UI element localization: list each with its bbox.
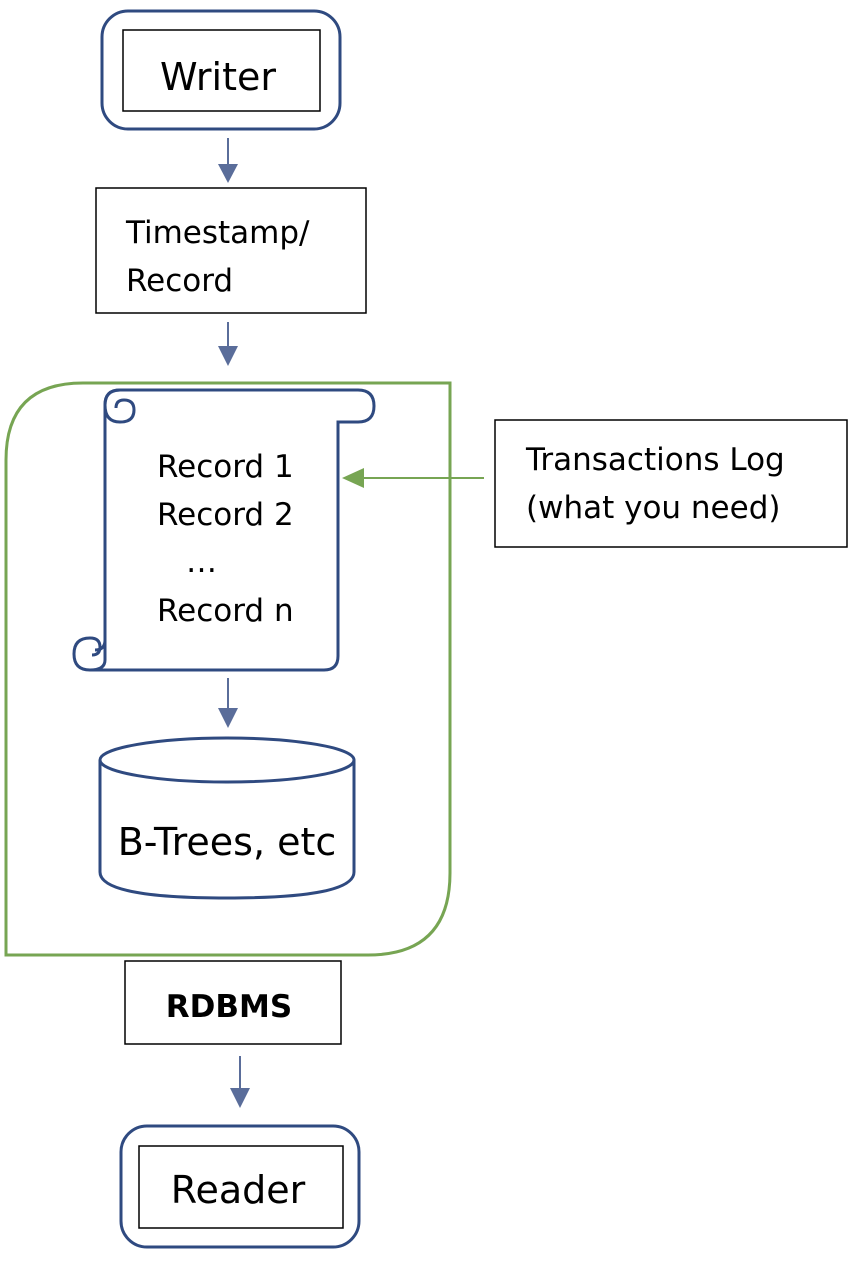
- callout-arrow: [342, 468, 484, 488]
- callout-title: Transactions Log: [525, 442, 785, 478]
- transaction-log-scroll: Record 1 Record 2 … Record n: [72, 388, 376, 672]
- arrow-rdbms-to-reader: [230, 1056, 250, 1108]
- log-record-n: Record n: [157, 593, 294, 629]
- arrow-log-to-storage: [218, 678, 238, 728]
- arrow-writer-to-timestamp: [218, 138, 238, 183]
- rdbms-box: RDBMS: [124, 960, 342, 1045]
- reader-label: Reader: [171, 1168, 306, 1212]
- storage-label: B-Trees, etc: [118, 820, 337, 864]
- writer-node: Writer: [100, 9, 342, 131]
- arrow-timestamp-to-log: [218, 322, 238, 366]
- callout-subtitle: (what you need): [526, 490, 780, 526]
- rdbms-label: RDBMS: [166, 989, 292, 1025]
- log-record-ellipsis: …: [186, 544, 217, 580]
- timestamp-record-box: Timestamp/ Record: [95, 187, 367, 314]
- log-record-2: Record 2: [157, 497, 294, 533]
- timestamp-label: Timestamp/: [125, 215, 310, 251]
- storage-cylinder: B-Trees, etc: [98, 736, 356, 900]
- transactions-log-callout: Transactions Log (what you need): [494, 419, 848, 548]
- rdbms-group-boundary: [4, 381, 452, 957]
- log-record-1: Record 1: [157, 449, 294, 485]
- writer-label: Writer: [160, 55, 276, 99]
- reader-node: Reader: [119, 1124, 361, 1249]
- record-label: Record: [126, 263, 233, 299]
